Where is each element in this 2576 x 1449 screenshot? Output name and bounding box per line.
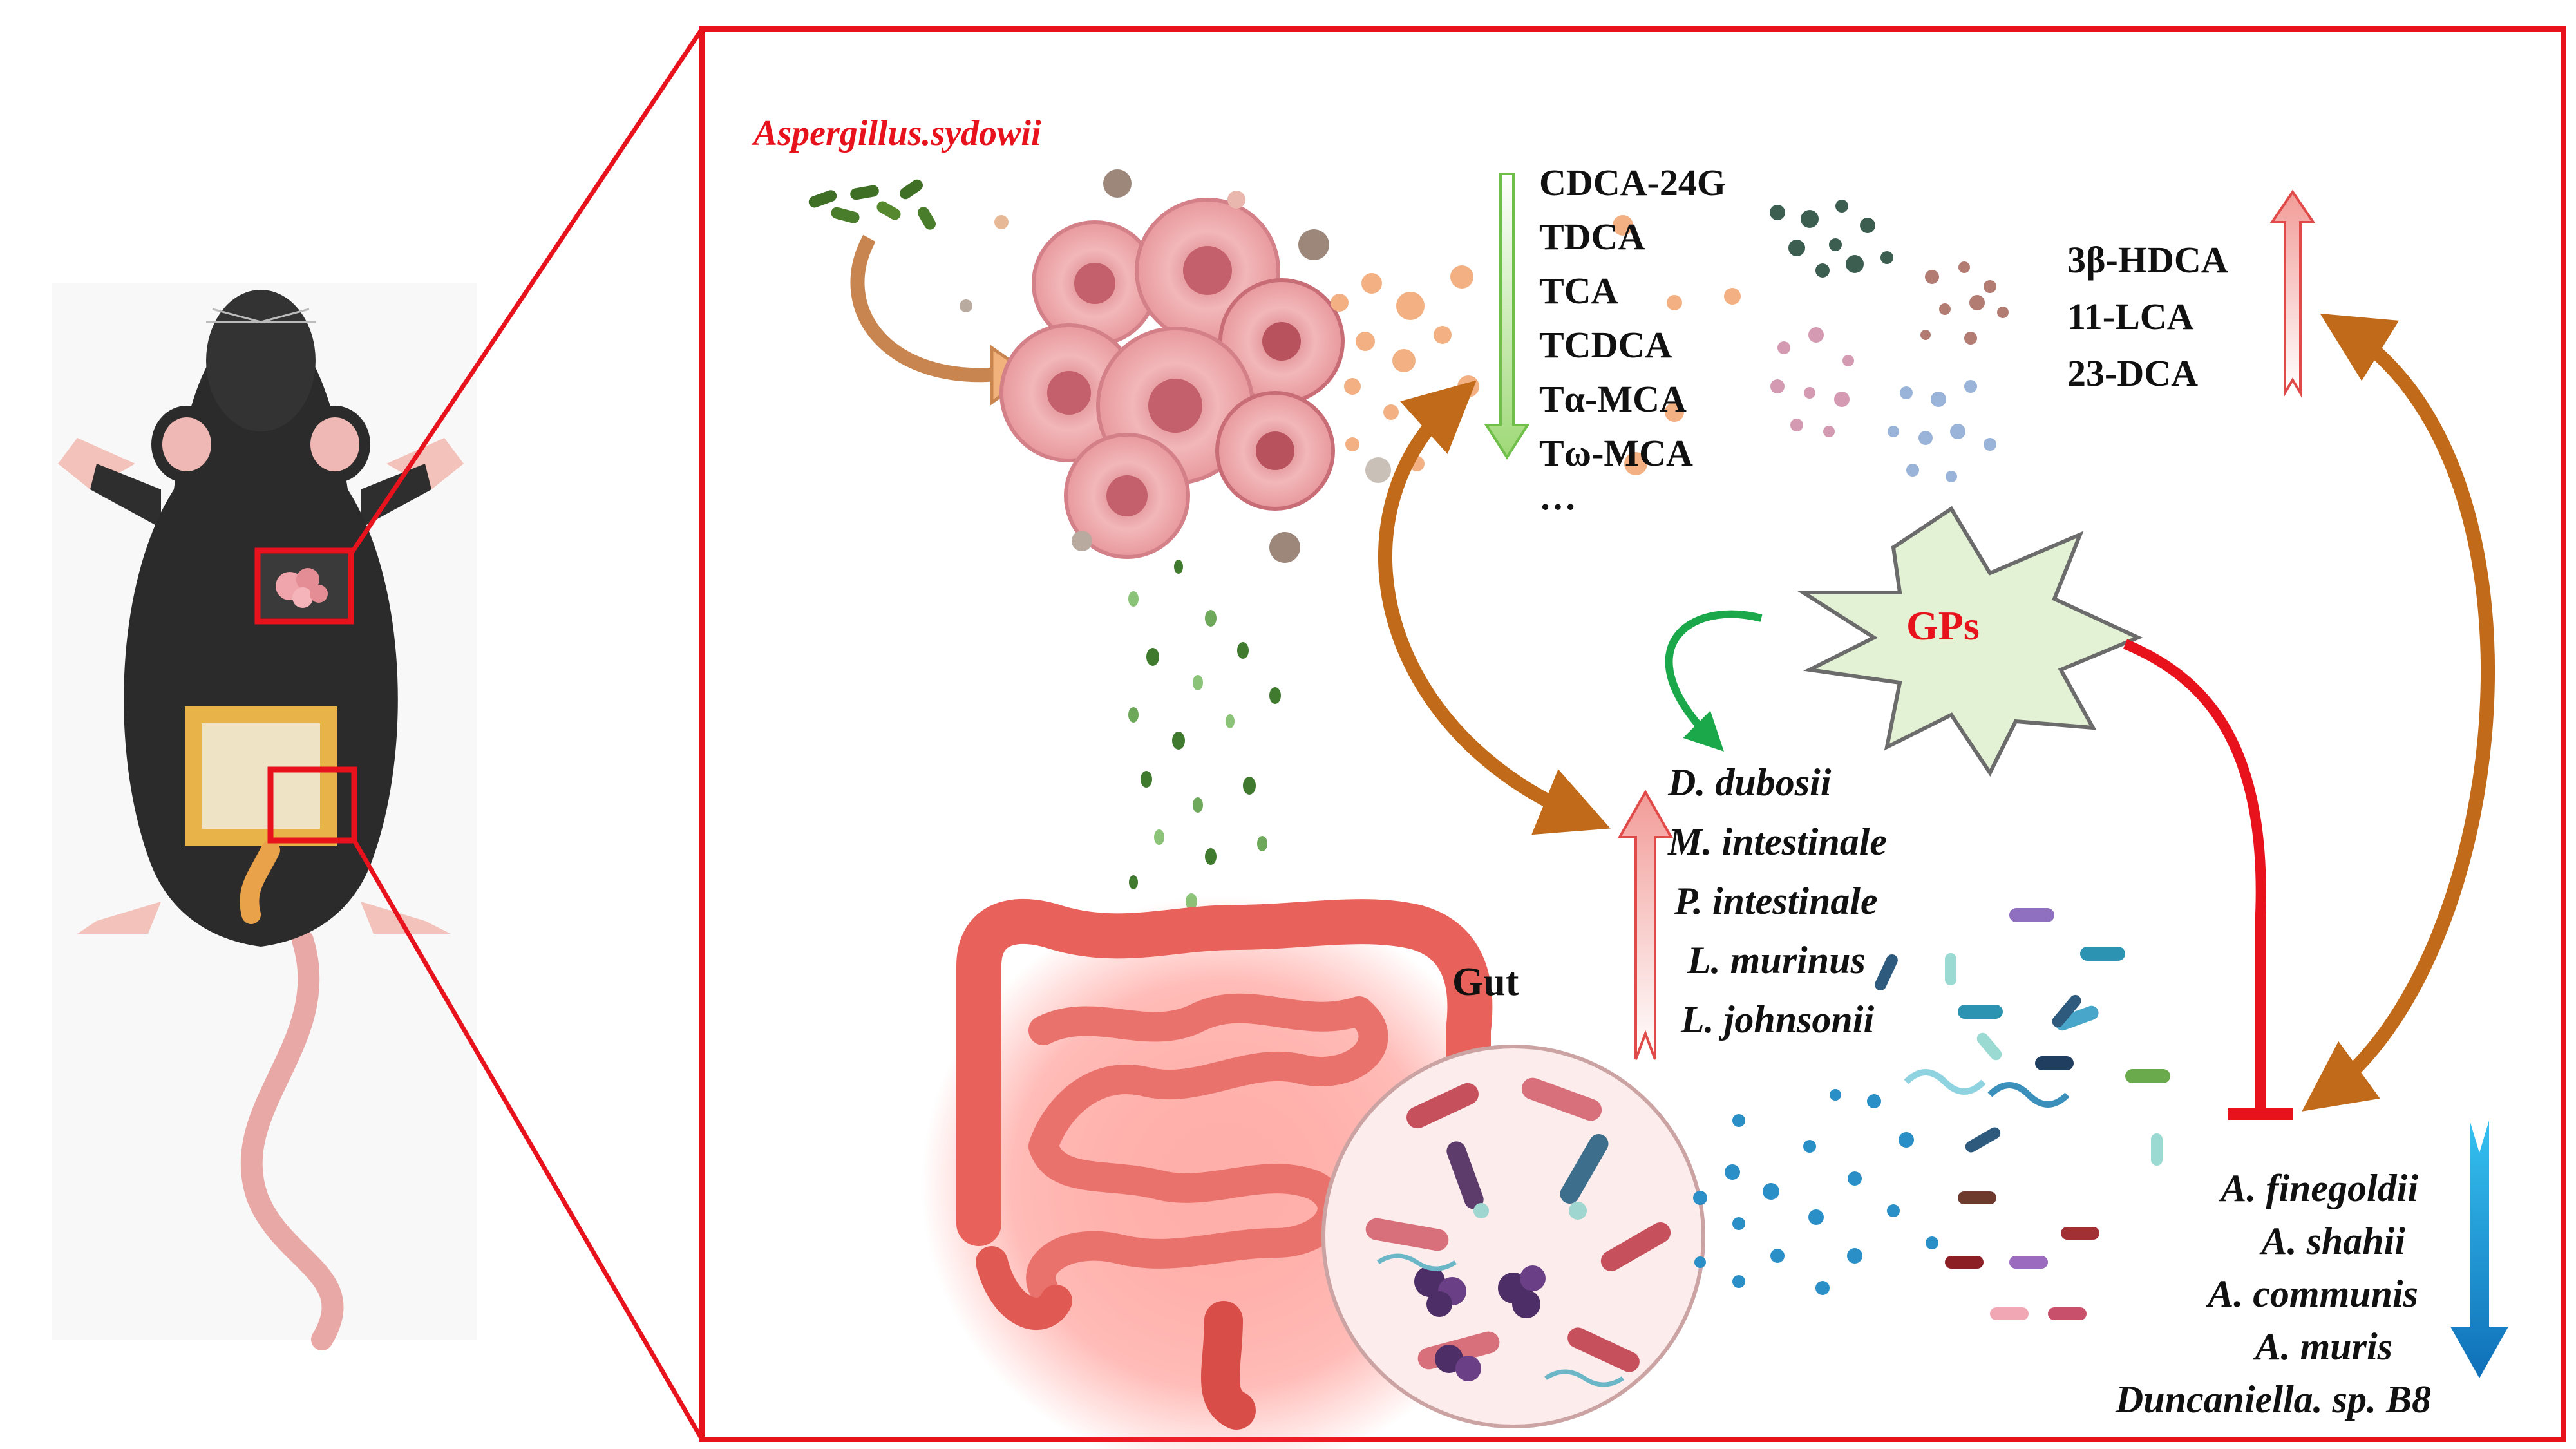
bacteria-item: L. murinus	[1687, 939, 1866, 981]
inhibit-line	[2123, 639, 2266, 1108]
bile-acid-item: TDCA	[1539, 216, 1645, 258]
metabolite-cluster-dark	[1770, 200, 1893, 278]
gps-label: GPs	[1906, 603, 1980, 649]
down-arrow-bile-acids	[1484, 173, 1530, 460]
metabolite-cluster-pink	[1770, 327, 1854, 437]
bile-acid-item: Tω-MCA	[1539, 432, 1693, 474]
bile-acid-item: 11-LCA	[2067, 296, 2194, 337]
bacteria-item: L. johnsonii	[1681, 998, 1875, 1041]
bacteria-item: M. intestinale	[1668, 820, 1888, 863]
up-arrow-bacteria	[1617, 789, 1674, 1060]
bacteria-item: A. finegoldii	[2221, 1167, 2418, 1209]
bile-acid-ellipsis: …	[1539, 476, 1577, 518]
increased-bile-acid-list: 3β-HDCA 11-LCA 23-DCA	[2067, 242, 2228, 392]
metabolite-cluster-brown	[1920, 261, 2009, 345]
bile-acid-item: CDCA-24G	[1539, 162, 1726, 204]
up-arrow-bile-acids	[2269, 189, 2316, 398]
bile-acid-item: 3β-HDCA	[2067, 239, 2228, 281]
promote-arrow	[1665, 610, 1763, 752]
bile-acid-item: TCA	[1539, 270, 1618, 312]
correlation-arrow-left	[1378, 380, 1611, 835]
blue-particles	[1693, 1089, 1938, 1295]
main-frame	[699, 26, 2566, 1442]
microbiome-circle	[1321, 1045, 1705, 1428]
organism-label: Aspergillus.sydowii	[753, 113, 1041, 153]
infection-arrow	[850, 234, 1006, 383]
increased-bacteria-list: D. dubosii M. intestinale P. intestinale…	[1668, 763, 1887, 1039]
bacteria-item: P. intestinale	[1674, 880, 1878, 922]
zoom-line-bottom	[352, 839, 705, 1441]
metabolite-cluster-blue	[1888, 380, 1996, 482]
bacteria-item: A. shahii	[2261, 1220, 2405, 1262]
correlation-arrow-right	[2302, 313, 2495, 1112]
decreased-bacteria-list: A. finegoldii A. shahii A. communis A. m…	[2116, 1169, 2431, 1419]
decreased-bile-acid-list: CDCA-24G TDCA TCA TCDCA Tα-MCA Tω-MCA …	[1539, 164, 1726, 516]
bile-acid-item: 23-DCA	[2067, 352, 2198, 394]
fungus-icon	[808, 179, 936, 230]
gps-star	[1796, 506, 2143, 777]
bile-acid-item: Tα-MCA	[1539, 378, 1687, 420]
gut-bacteria-cluster	[1875, 908, 2170, 1320]
bile-acid-item: TCDCA	[1539, 324, 1672, 366]
zoom-line-top	[349, 28, 704, 555]
bile-acid-particles	[1331, 215, 1741, 475]
bacteria-item: Duncaniella. sp. B8	[2115, 1378, 2431, 1421]
bacteria-item: A. muris	[2255, 1325, 2392, 1368]
mouse-illustration	[52, 283, 477, 1350]
bacteria-item: D. dubosii	[1668, 761, 1832, 804]
tumor-cluster	[960, 169, 1391, 563]
bacteria-item: A. communis	[2208, 1273, 2418, 1315]
gut-label: Gut	[1452, 960, 1519, 1004]
fungal-spores	[1128, 560, 1281, 910]
down-arrow-bacteria	[2450, 1121, 2508, 1378]
